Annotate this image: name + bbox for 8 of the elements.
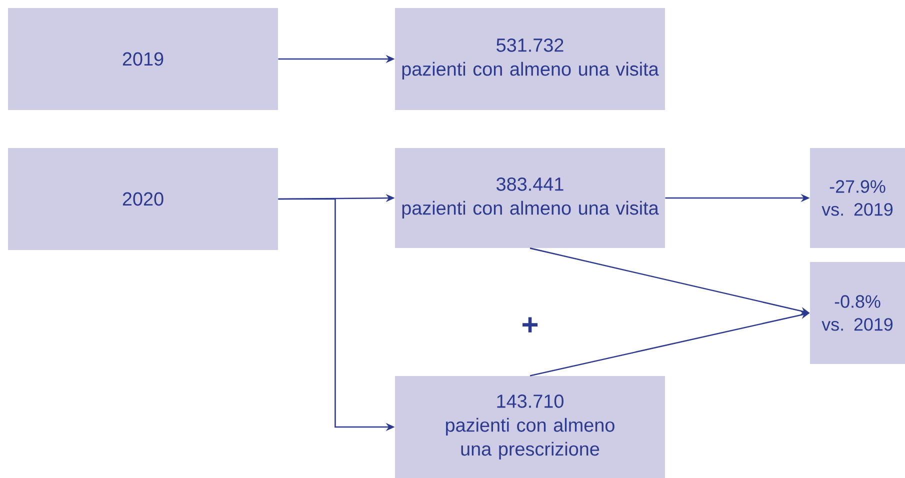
year-box: 2020 <box>8 148 278 250</box>
count-box: 143.710 pazienti con almeno una prescrizione <box>395 376 665 478</box>
count-box: 383.441 pazienti con almeno una visita <box>395 148 665 248</box>
plus-sign: + <box>522 317 538 332</box>
result-box: -0.8% vs. 2019 <box>810 262 905 364</box>
count-box: 531.732 pazienti con almeno una visita <box>395 8 665 110</box>
result-box: -27.9% vs. 2019 <box>810 148 905 248</box>
year-box: 2019 <box>8 8 278 110</box>
